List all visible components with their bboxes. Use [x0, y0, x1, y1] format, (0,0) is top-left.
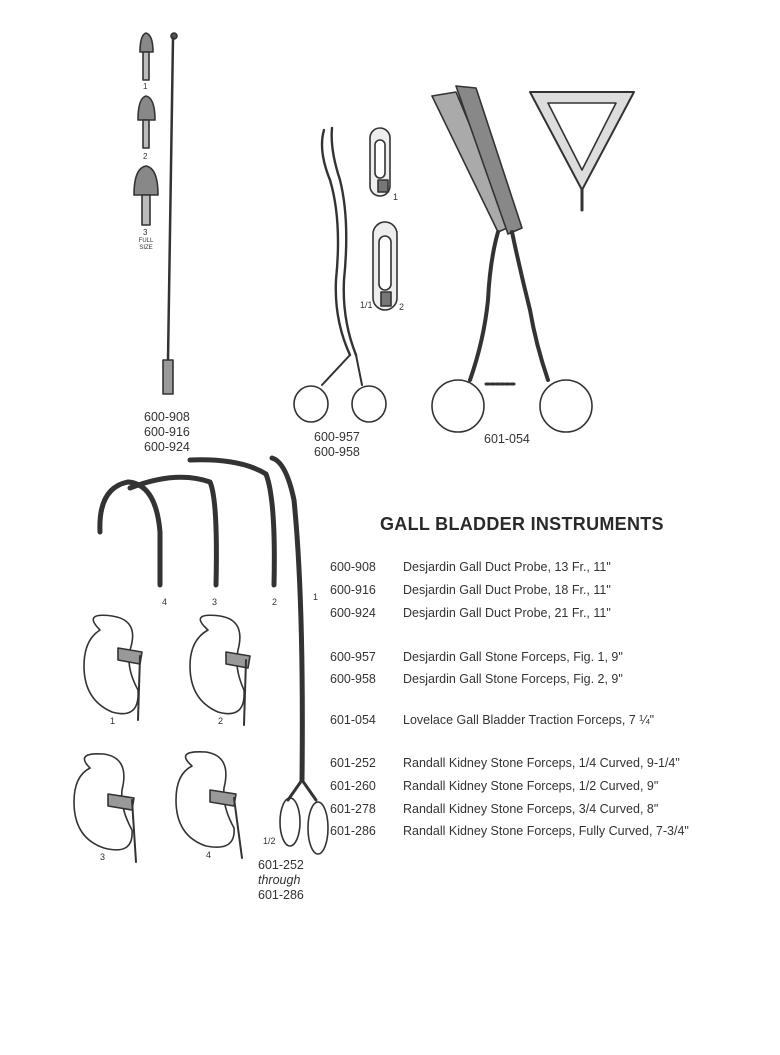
catalog-description: Desjardin Gall Stone Forceps, Fig. 1, 9"	[403, 650, 623, 664]
stone-forceps-codes: 600-957 600-958	[314, 430, 360, 460]
kidney-forceps-through: through	[258, 873, 301, 887]
catalog-description: Randall Kidney Stone Forceps, 1/2 Curved…	[403, 779, 659, 793]
catalog-code: 600-916	[330, 583, 376, 597]
catalog-code: 601-054	[330, 713, 376, 727]
catalog-code: 601-286	[330, 824, 376, 838]
full-size-label: FULL SIZE	[138, 238, 154, 251]
kidney-forceps-code-from: 601-252	[258, 858, 304, 872]
catalog-description: Randall Kidney Stone Forceps, 3/4 Curved…	[403, 802, 659, 816]
probe-tip-label-3: 3	[143, 228, 148, 237]
catalog-code: 600-924	[330, 606, 376, 620]
catalog-description: Randall Kidney Stone Forceps, Fully Curv…	[403, 824, 689, 838]
catalog-description: Desjardin Gall Stone Forceps, Fig. 2, 9"	[403, 672, 623, 686]
probe-tip-label-1: 1	[143, 82, 148, 91]
lovelace-forceps	[431, 85, 593, 433]
kidney-diagram-4	[175, 750, 243, 859]
catalog-description: Desjardin Gall Duct Probe, 18 Fr., 11"	[403, 583, 611, 597]
kidney-forceps-scale-label: 1/2	[263, 836, 276, 846]
probe-tip-3	[133, 165, 159, 226]
kidney-diagram-1	[83, 614, 143, 721]
probe-code: 600-924	[144, 440, 190, 454]
randall-curve-4	[97, 479, 163, 588]
desjardin-forceps	[293, 126, 387, 423]
kidney-label-3: 3	[100, 852, 106, 862]
probe-tip-label-2: 2	[143, 152, 148, 161]
forceps-scale-label: 1/1	[360, 300, 373, 310]
stone-forceps-code: 600-957	[314, 430, 360, 444]
catalog-description: Desjardin Gall Duct Probe, 13 Fr., 11"	[403, 560, 611, 574]
forceps-tip-fig-1	[369, 127, 391, 197]
kidney-forceps-code-to: 601-286	[258, 888, 304, 902]
randall-curve-3	[127, 474, 219, 588]
gall-duct-probe	[162, 32, 178, 395]
catalog-code: 600-957	[330, 650, 376, 664]
catalog-code: 601-260	[330, 779, 376, 793]
curve-label-3: 3	[212, 597, 218, 607]
forceps-tip-fig-2	[372, 221, 398, 311]
probe-code: 600-908	[144, 410, 190, 424]
kidney-label-4: 4	[206, 850, 212, 860]
catalog-description: Lovelace Gall Bladder Traction Forceps, …	[403, 713, 655, 727]
catalog-code: 600-908	[330, 560, 376, 574]
kidney-label-2: 2	[218, 716, 224, 726]
probe-tip-1	[139, 32, 154, 81]
probe-codes: 600-908 600-916 600-924	[144, 410, 190, 455]
curve-label-1: 1	[313, 592, 319, 602]
catalog-code: 600-958	[330, 672, 376, 686]
stone-forceps-code: 600-958	[314, 445, 360, 459]
catalog-code: 601-278	[330, 802, 376, 816]
randall-curve-1	[269, 455, 329, 855]
kidney-forceps-codes: 601-252 through 601-286	[258, 858, 304, 903]
triangle-jaw-detail	[529, 91, 635, 212]
randall-curve-2	[187, 457, 277, 588]
page-title: GALL BLADDER INSTRUMENTS	[380, 514, 664, 534]
catalog-description: Randall Kidney Stone Forceps, 1/4 Curved…	[403, 756, 680, 770]
forceps-tip-label-2: 2	[399, 302, 405, 312]
probe-tip-2	[137, 95, 156, 149]
traction-forceps-code: 601-054	[484, 432, 530, 446]
catalog-description: Desjardin Gall Duct Probe, 21 Fr., 11"	[403, 606, 611, 620]
catalog-code: 601-252	[330, 756, 376, 770]
curve-label-2: 2	[272, 597, 278, 607]
probe-code: 600-916	[144, 425, 190, 439]
forceps-tip-label-1: 1	[393, 192, 399, 202]
kidney-label-1: 1	[110, 716, 116, 726]
kidney-diagram-2	[189, 614, 251, 726]
curve-label-4: 4	[162, 597, 168, 607]
kidney-diagram-3	[73, 752, 137, 863]
